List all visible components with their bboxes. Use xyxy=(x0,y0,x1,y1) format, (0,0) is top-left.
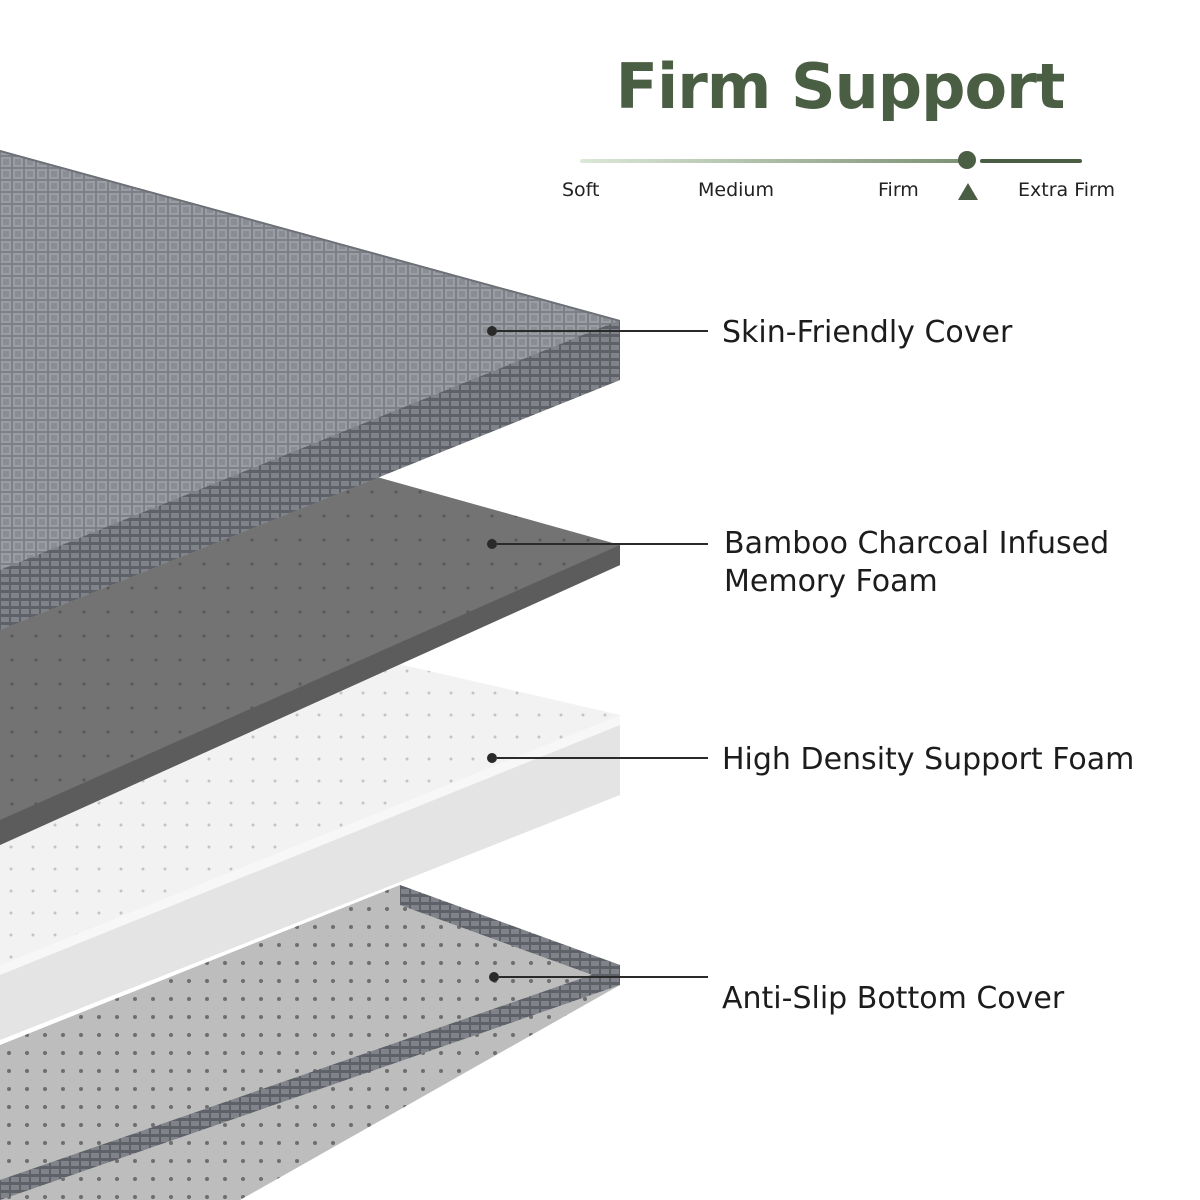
scale-label-soft: Soft xyxy=(562,179,600,201)
label-high-density-foam: High Density Support Foam xyxy=(722,742,1135,777)
scale-track-soft xyxy=(580,159,965,163)
page-title: Firm Support xyxy=(615,50,1066,123)
callout-support-foam xyxy=(487,753,708,763)
firmness-scale: Soft Medium Firm Extra Firm xyxy=(560,145,1130,215)
scale-label-medium: Medium xyxy=(698,179,774,201)
triangle-marker-icon xyxy=(958,183,978,200)
callout-cover xyxy=(487,326,708,336)
label-anti-slip-bottom-cover: Anti-Slip Bottom Cover xyxy=(722,981,1065,1016)
scale-label-extra-firm: Extra Firm xyxy=(1018,179,1116,201)
support-foam-layer xyxy=(0,655,620,1040)
scale-track-firm xyxy=(980,159,1082,163)
scale-indicator-dot xyxy=(958,151,976,169)
callout-bottom-cover xyxy=(489,972,708,982)
bottom-cover-layer xyxy=(0,885,620,1200)
callout-memory-foam xyxy=(487,539,708,549)
label-skin-friendly-cover: Skin-Friendly Cover xyxy=(722,315,1013,350)
label-bamboo-charcoal-line2: Memory Foam xyxy=(724,564,938,599)
scale-label-firm: Firm xyxy=(878,179,919,201)
label-bamboo-charcoal-line1: Bamboo Charcoal Infused xyxy=(724,526,1110,561)
top-cover-layer xyxy=(0,150,620,630)
